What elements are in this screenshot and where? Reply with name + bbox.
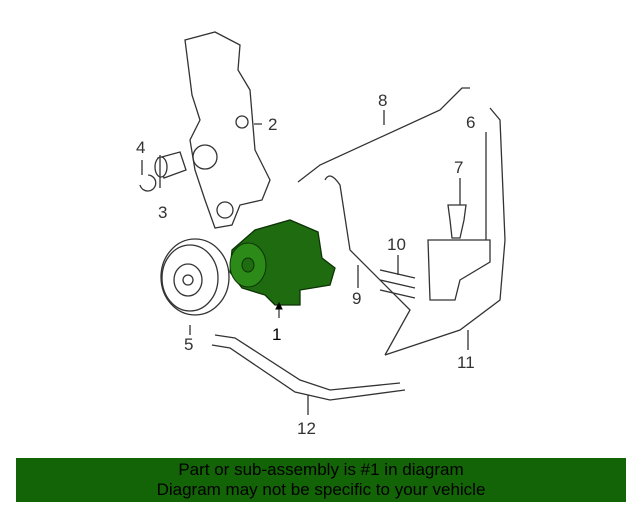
return-hose [324,175,411,356]
callout-5[interactable]: 5 [184,335,193,354]
info-banner: Part or sub-assembly is #1 in diagram Di… [16,458,626,502]
callout-2[interactable]: 2 [268,115,277,134]
circlip [139,174,157,192]
reservoir-cap [447,204,467,239]
pulley [160,238,230,316]
callout-3[interactable]: 3 [158,203,167,222]
reservoir [427,239,491,301]
callout-8[interactable]: 8 [378,91,387,110]
power-steering-pump [229,219,336,306]
callout-12[interactable]: 12 [297,419,316,438]
callout-7[interactable]: 7 [454,158,463,177]
mounting-bracket [184,31,271,229]
callout-6[interactable]: 6 [466,113,475,132]
callout-4[interactable]: 4 [136,138,145,157]
cooler-line [211,334,406,401]
callout-10[interactable]: 10 [387,235,406,254]
callout-11[interactable]: 11 [457,353,475,372]
banner-line-1: Part or sub-assembly is #1 in diagram [178,460,464,479]
supply-line [384,107,506,356]
pressure-line [297,87,470,183]
callout-1[interactable]: 1 [272,325,281,344]
callout-9[interactable]: 9 [352,289,361,308]
banner-line-2: Diagram may not be specific to your vehi… [156,480,486,499]
